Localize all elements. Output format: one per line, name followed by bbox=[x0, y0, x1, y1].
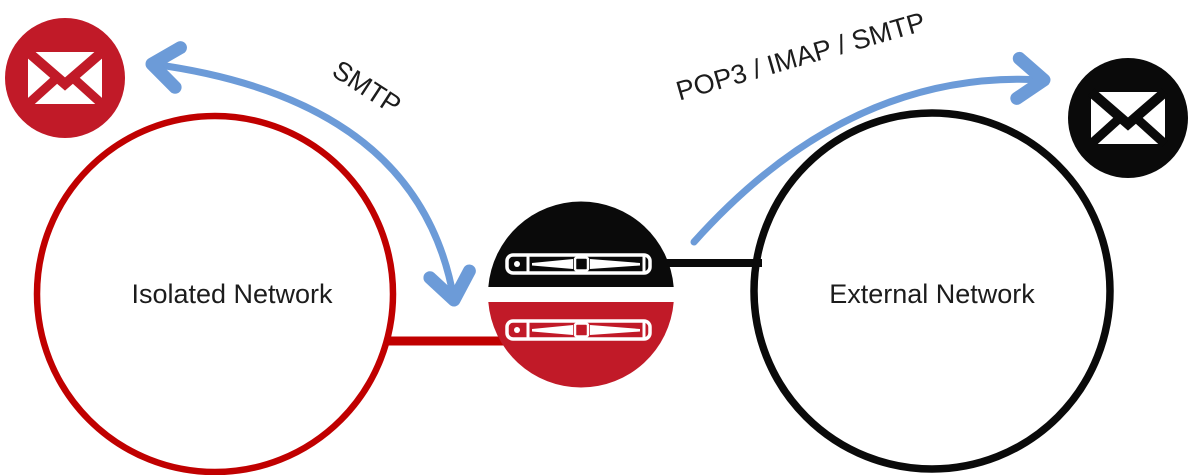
gateway-node bbox=[488, 201, 674, 388]
smtp-arrow bbox=[145, 41, 476, 307]
mail-icon bbox=[1068, 58, 1188, 178]
server-icon bbox=[505, 253, 652, 275]
pop3-imap-smtp-arrow bbox=[690, 51, 1051, 246]
mail-icon bbox=[5, 18, 125, 138]
external-network-circle bbox=[750, 109, 1114, 473]
gateway-isolated-half bbox=[488, 302, 674, 388]
external-network-label: External Network bbox=[829, 279, 1035, 309]
server-icon bbox=[505, 319, 652, 341]
isolated-network-label: Isolated Network bbox=[131, 279, 333, 309]
